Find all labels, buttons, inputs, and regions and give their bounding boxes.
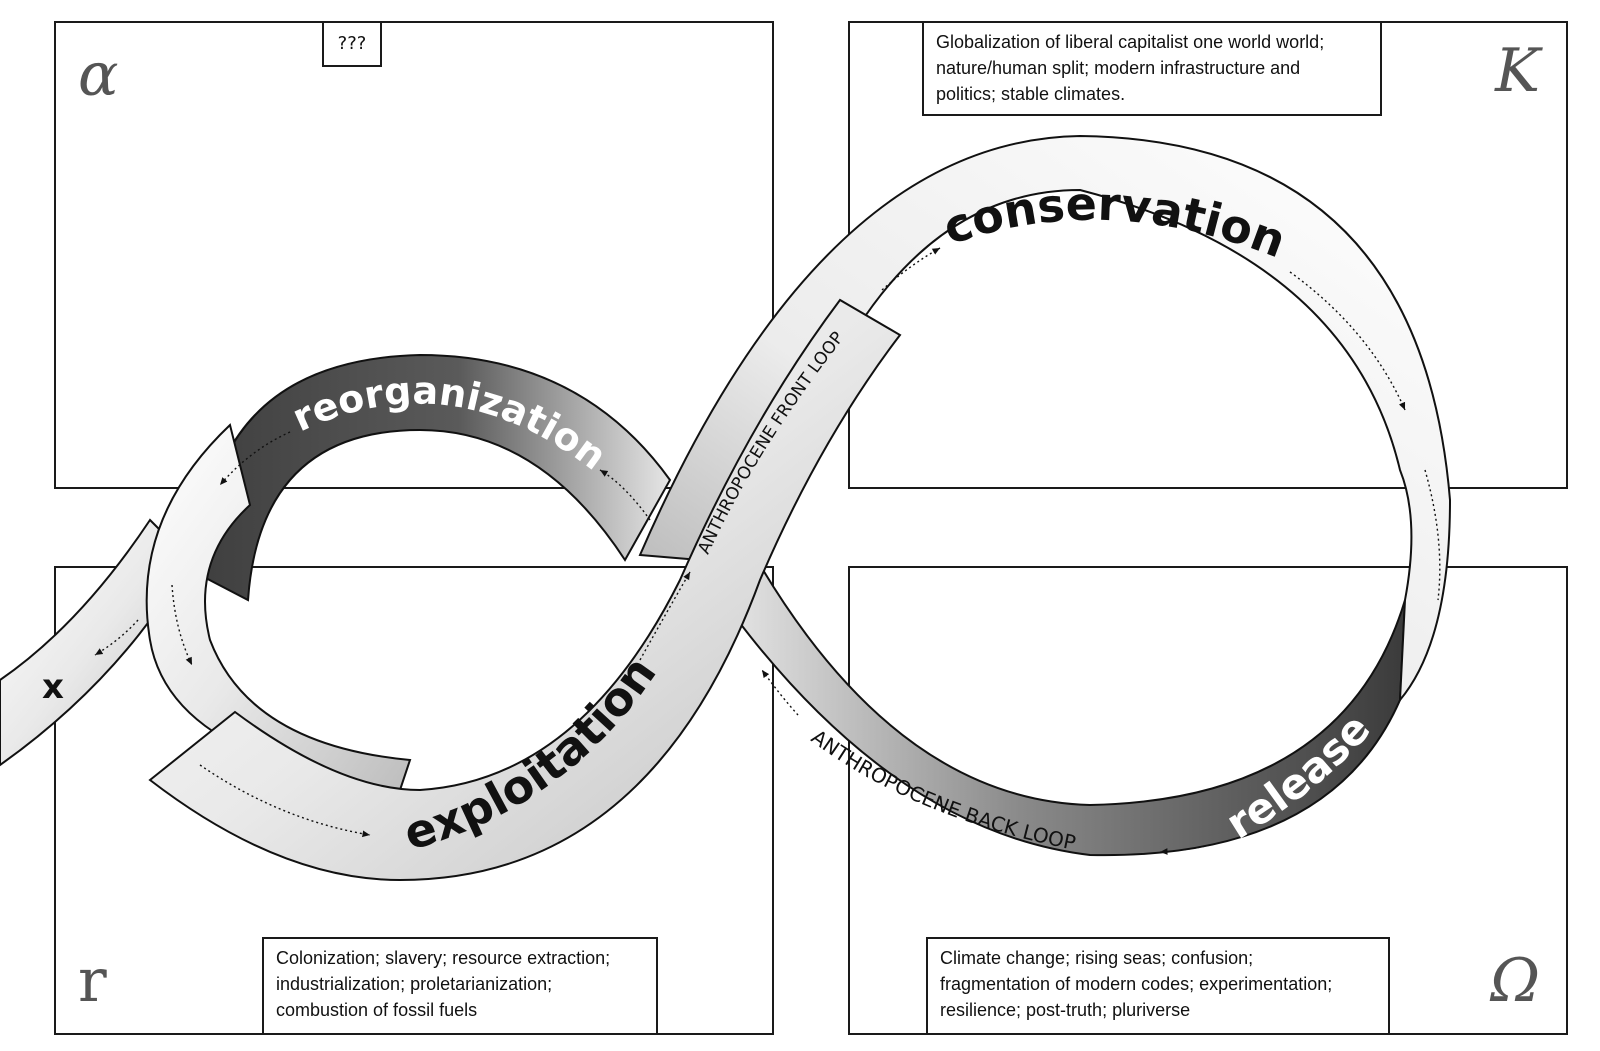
omega-note: Climate change; rising seas; confusion; … bbox=[926, 937, 1390, 1035]
k-note: Globalization of liberal capitalist one … bbox=[922, 21, 1382, 116]
reorganization-band bbox=[198, 353, 672, 602]
k-symbol: K bbox=[1495, 36, 1540, 106]
conservation-band bbox=[638, 134, 1452, 703]
r-symbol: r bbox=[78, 946, 107, 1016]
release-label: release bbox=[1217, 704, 1379, 848]
omega-symbol: Ω bbox=[1490, 946, 1540, 1016]
back-loop-band bbox=[703, 563, 1406, 857]
alpha-note: ??? bbox=[322, 21, 382, 67]
exit-label: x bbox=[42, 667, 64, 707]
r-note: Colonization; slavery; resource extracti… bbox=[262, 937, 658, 1035]
exploitation-band bbox=[148, 298, 902, 882]
flow-arrows bbox=[94, 247, 1441, 855]
alpha-symbol: α bbox=[78, 40, 119, 110]
